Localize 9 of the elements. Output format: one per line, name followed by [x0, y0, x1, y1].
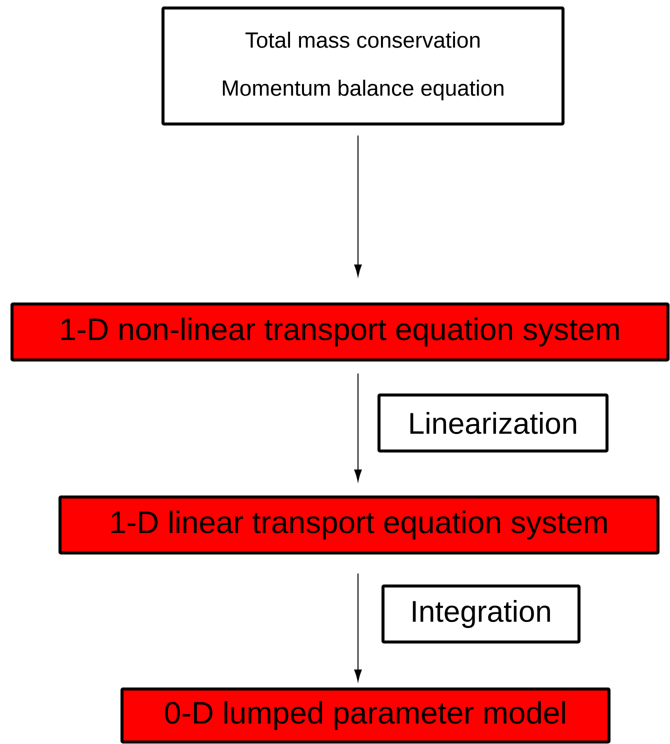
arrow [354, 573, 362, 682]
arrow [354, 373, 362, 482]
model-box: 1-D non-linear transport equation system [10, 302, 670, 362]
arrow [354, 135, 362, 276]
model-box: 1-D linear transport equation system [58, 496, 660, 554]
model-box: 0-D lumped parameter model [120, 688, 610, 744]
edge-label: Linearization [378, 394, 608, 452]
equation-box: Total mass conservation Momentum balance equation [162, 6, 564, 126]
edge-label: Integration [382, 584, 580, 644]
